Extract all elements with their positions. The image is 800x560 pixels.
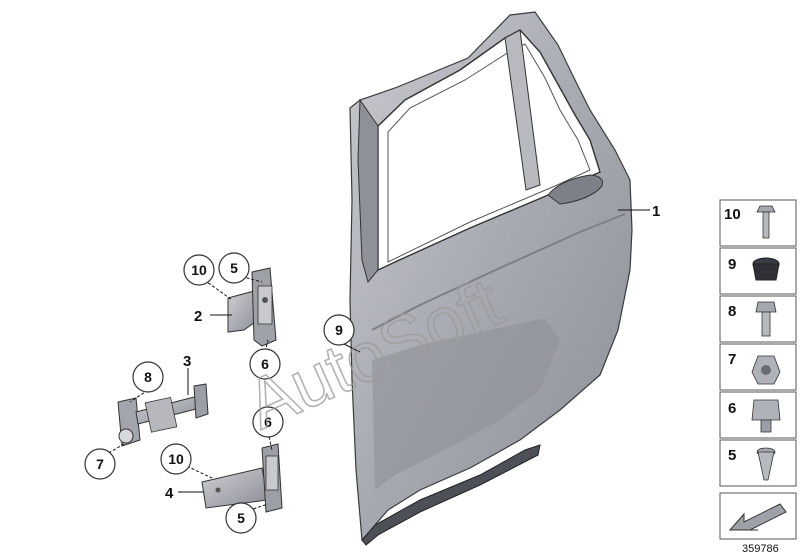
fastener-legend: 10 9 8 7: [719, 199, 797, 540]
callout-bubble-bolt-check: [132, 361, 164, 393]
callout-grommet: 9: [335, 322, 343, 338]
legend-cell-9[interactable]: 9: [719, 247, 797, 295]
legend-cell-6[interactable]: 6: [719, 391, 797, 439]
callout-upper-hinge: 2: [194, 308, 202, 325]
callout-nut-lower: 6: [264, 414, 272, 430]
callout-bubble-bolt-lower: [160, 443, 192, 475]
callout-screw-lower: 5: [237, 510, 245, 526]
callout-bubble-screw-upper: [218, 252, 250, 284]
lower-hinge[interactable]: [201, 443, 283, 513]
legend-num-8: 8: [728, 303, 736, 320]
legend-cell-7[interactable]: 7: [719, 343, 797, 391]
callout-bubble-nut-check: [84, 448, 116, 480]
callout-bolt-lower: 10: [168, 451, 184, 467]
callout-door-check: 3: [183, 353, 191, 370]
upper-hinge[interactable]: [227, 267, 277, 347]
nav-arrow-cell[interactable]: [719, 492, 797, 540]
hex-flange-bolt-icon: [756, 205, 776, 239]
collar-bolt-icon: [755, 301, 777, 337]
callout-lower-hinge: 4: [165, 485, 174, 502]
leader-lines: [99, 209, 650, 513]
callout-nut-check: 7: [96, 456, 104, 472]
legend-num-6: 6: [728, 400, 736, 417]
arrow-icon: [728, 503, 787, 531]
legend-num-9: 9: [728, 256, 736, 273]
legend-num-7: 7: [728, 351, 736, 368]
cap-nut-icon: [751, 399, 781, 433]
hex-flange-nut-icon: [751, 355, 781, 385]
door-check[interactable]: [117, 383, 209, 447]
torx-screw-icon: [756, 447, 776, 481]
legend-num-5: 5: [728, 447, 736, 464]
callout-bolt-upper: 10: [191, 262, 207, 278]
callout-bubble-nut-upper: [249, 348, 281, 380]
callout-nut-upper: 6: [261, 356, 269, 372]
rear-door[interactable]: [349, 11, 633, 546]
callout-screw-upper: 5: [230, 260, 238, 276]
legend-num-10: 10: [724, 206, 741, 223]
legend-cell-8[interactable]: 8: [719, 295, 797, 343]
legend-cell-10[interactable]: 10: [719, 199, 797, 247]
callout-door: 1: [652, 203, 660, 220]
callout-bubble-bolt-upper: [183, 254, 215, 286]
callout-bubble-nut-lower: [252, 406, 284, 438]
callout-bubble-grommet: [323, 314, 355, 346]
callouts: 1 2 3 4 10 5 6 9 8 7 10 6 5: [84, 203, 660, 534]
callout-bolt-check: 8: [144, 369, 152, 385]
diagram-number: 359786: [742, 543, 779, 555]
legend-cell-5[interactable]: 5: [719, 439, 797, 487]
callout-bubble-screw-lower: [225, 502, 257, 534]
rubber-grommet-icon: [752, 257, 780, 281]
